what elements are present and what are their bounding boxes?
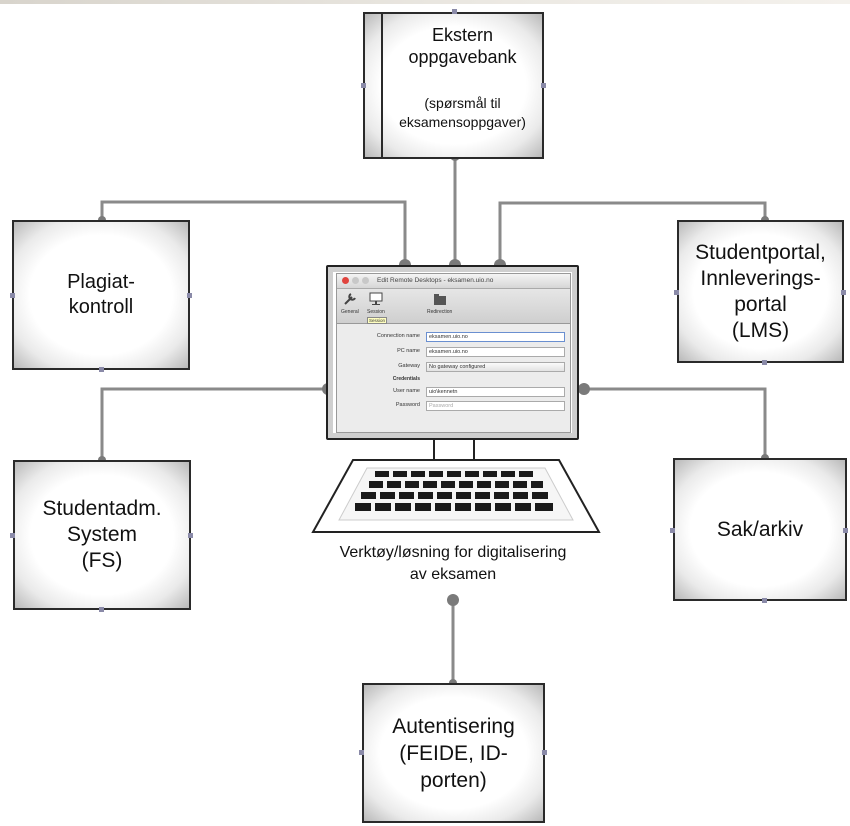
handle — [99, 607, 104, 612]
handle — [841, 290, 846, 295]
gateway-label: Gateway — [398, 363, 420, 369]
handle — [542, 750, 547, 755]
tab-session[interactable]: Session — [367, 309, 385, 315]
tab-general[interactable]: General — [341, 309, 359, 315]
handle — [188, 533, 193, 538]
handle — [670, 528, 675, 533]
user-name-label: User name — [393, 388, 420, 394]
handle — [452, 9, 457, 14]
monitor-screen: Edit Remote Desktops - eksamen.uio.no Ge… — [336, 273, 571, 433]
connection-name-field[interactable]: eksamen.uio.no — [426, 332, 565, 342]
handle — [843, 528, 848, 533]
pc-name-field[interactable]: eksamen.uio.no — [426, 347, 565, 357]
connector-fs — [100, 387, 328, 460]
row-credentials-header: Credentials — [337, 375, 570, 386]
connector-plagiat — [100, 200, 407, 262]
minimize-icon[interactable] — [352, 277, 359, 284]
handle — [99, 367, 104, 372]
window-toolbar: General Session Redirection Session — [337, 289, 570, 324]
book-spine — [381, 14, 383, 157]
window-titlebar: Edit Remote Desktops - eksamen.uio.no — [337, 274, 570, 289]
node-student-admin-label: Studentadm. System (FS) — [42, 497, 162, 572]
monitor-icon — [369, 292, 383, 305]
wrench-icon — [344, 293, 356, 305]
window-title: Edit Remote Desktops - eksamen.uio.no — [377, 277, 494, 284]
node-student-admin-system: Studentadm. System (FS) — [13, 460, 191, 610]
row-user-name: User name uio\kennetn — [337, 387, 570, 398]
password-label: Password — [395, 402, 420, 408]
tab-redirection[interactable]: Redirection — [427, 309, 453, 315]
node-case-archive-label: Sak/arkiv — [716, 518, 804, 541]
credentials-header: Credentials — [392, 376, 420, 382]
dot-monitor-side-right — [578, 383, 590, 395]
node-case-archive: Sak/arkiv — [673, 458, 847, 601]
row-connection-name: Connection name eksamen.uio.no — [337, 332, 570, 343]
row-pc-name: PC name eksamen.uio.no — [337, 347, 570, 358]
keyboard-icon — [311, 459, 601, 533]
node-bank-title: Ekstern oppgavebank — [408, 25, 517, 67]
node-student-portal-label: Studentportal, Innleverings- portal (LMS… — [695, 240, 826, 342]
folder-icon — [434, 294, 446, 305]
tooltip-session: Session — [367, 317, 388, 324]
gateway-select[interactable]: No gateway configured — [426, 362, 565, 372]
node-authentication-label: Autentisering (FEIDE, ID- porten) — [392, 714, 515, 792]
node-plagiarism-check: Plagiat- kontroll — [12, 220, 190, 370]
node-external-question-bank: Ekstern oppgavebank (spørsmål til eksame… — [363, 12, 544, 159]
password-field[interactable]: Password — [426, 401, 565, 411]
row-password: Password Password — [337, 401, 570, 412]
node-plagiarism-label: Plagiat- kontroll — [67, 271, 135, 318]
handle — [361, 83, 366, 88]
node-authentication: Autentisering (FEIDE, ID- porten) — [362, 683, 545, 823]
handle — [541, 83, 546, 88]
connector-studentportal — [498, 201, 767, 262]
top-strip — [0, 0, 850, 4]
handle — [187, 293, 192, 298]
connection-name-label: Connection name — [376, 333, 420, 339]
node-bank-subtitle: (spørsmål til eksamensoppgaver) — [399, 95, 526, 130]
handle — [762, 598, 767, 603]
handle — [10, 533, 15, 538]
handle — [674, 290, 679, 295]
computer-monitor: Edit Remote Desktops - eksamen.uio.no Ge… — [326, 265, 579, 440]
pc-name-label: PC name — [397, 348, 420, 354]
dot-caption — [447, 594, 459, 606]
handle — [10, 293, 15, 298]
handle — [762, 360, 767, 365]
user-name-field[interactable]: uio\kennetn — [426, 387, 565, 397]
node-student-portal: Studentportal, Innleverings- portal (LMS… — [677, 220, 844, 363]
handle — [359, 750, 364, 755]
center-caption: Verktøy/løsning for digitalisering av ek… — [339, 544, 567, 583]
zoom-icon[interactable] — [362, 277, 369, 284]
connector-sak — [584, 387, 767, 458]
row-gateway: Gateway No gateway configured — [337, 362, 570, 373]
close-icon[interactable] — [342, 277, 349, 284]
